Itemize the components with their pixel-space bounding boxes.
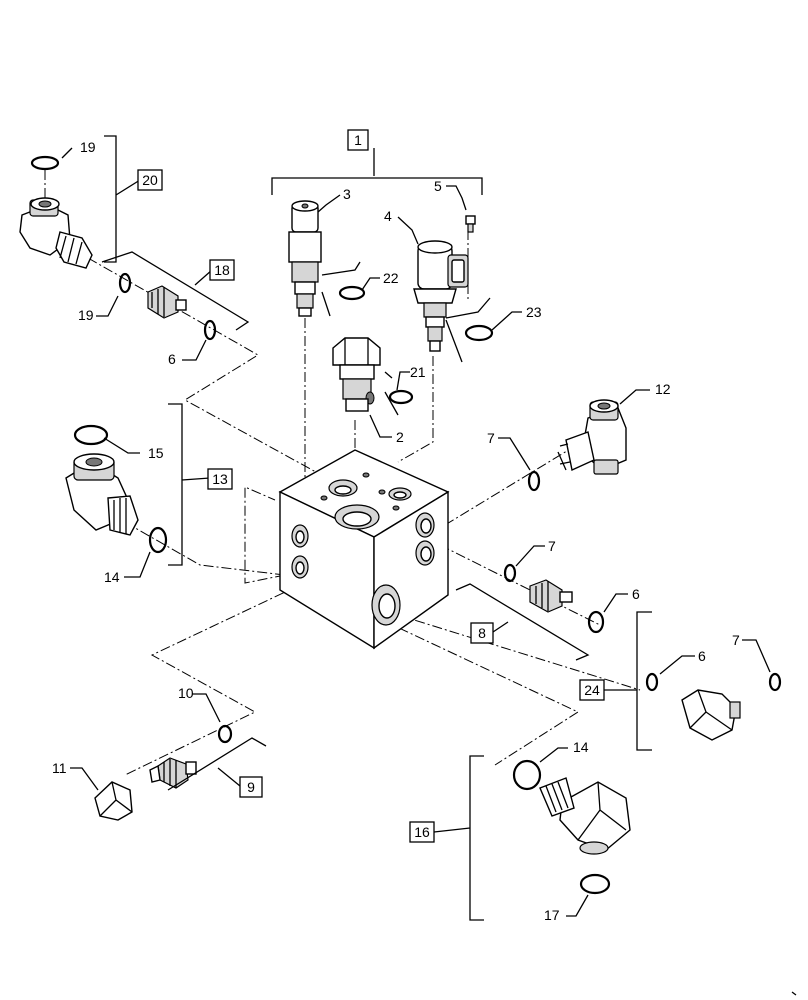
callout-8: 8 [470,622,494,644]
callout-19-bottom: 19 [78,307,94,323]
callout-24: 24 [579,679,605,701]
valve-block [278,449,450,650]
o-ring-14-bottom [512,759,542,791]
callout-14-left: 14 [104,569,120,585]
o-ring-7-tee [527,470,541,492]
o-ring-6-left [203,319,217,341]
callout-14-bottom: 14 [573,739,589,755]
callout-1: 1 [347,129,369,151]
callout-13: 13 [207,468,233,490]
callout-7-right: 7 [732,632,740,648]
adapter-fitting-18 [147,285,187,319]
callout-10: 10 [178,685,194,701]
o-ring-21 [388,389,414,405]
callout-7-tee: 7 [487,430,495,446]
svg-text:1: 1 [354,132,362,148]
o-ring-22 [338,285,366,301]
svg-text:18: 18 [214,262,230,278]
o-rings [30,155,782,895]
elbow-fitting-16 [539,777,631,855]
callout-23: 23 [526,304,542,320]
o-ring-23 [464,324,494,342]
callout-16: 16 [409,821,435,843]
callout-9: 9 [239,776,263,798]
callout-11: 11 [52,760,67,776]
callout-6-left: 6 [168,351,176,367]
cartridge-valve-3 [288,200,361,317]
svg-text:9: 9 [247,779,255,795]
o-ring-19-top [30,155,60,171]
solenoid-valve-4 [413,240,491,363]
screw-5 [465,215,476,233]
brackets-and-leaders [61,135,771,921]
callout-21: 21 [410,364,426,380]
o-ring-6-right [645,672,659,692]
callout-2: 2 [396,429,404,445]
svg-text:24: 24 [584,682,600,698]
o-ring-6-mid [587,610,605,634]
callout-6-mid: 6 [632,586,640,602]
callout-18: 18 [209,259,235,281]
callout-6-right: 6 [698,648,706,664]
svg-text:13: 13 [212,471,228,487]
callout-5: 5 [434,178,442,194]
o-ring-15 [73,424,109,446]
callout-numbers: 19 19 6 3 5 4 22 23 21 2 12 15 14 7 7 6 … [52,139,740,923]
o-ring-17 [579,873,611,895]
adapter-fitting-8 [529,579,573,613]
callout-3: 3 [343,186,351,202]
elbow-fitting-13 [65,453,139,536]
plug-valve-2 [332,337,399,416]
callout-12: 12 [655,381,671,397]
callout-22: 22 [383,270,399,286]
callout-20: 20 [137,169,163,191]
adapter-fitting-9 [149,757,197,789]
svg-text:16: 16 [414,824,430,840]
callout-19-top: 19 [80,139,96,155]
o-ring-19-bottom [118,272,132,294]
callout-15: 15 [148,445,164,461]
elbow-fitting-20 [19,197,93,269]
callout-7-mid: 7 [548,538,556,554]
o-ring-10 [217,724,233,744]
cap-24 [681,689,741,741]
dust-cap-11 [94,781,133,821]
callout-4: 4 [384,208,392,224]
o-ring-14-left [148,526,168,554]
tee-fitting-12 [557,399,627,475]
o-ring-7-right [768,672,782,692]
svg-text:20: 20 [142,172,158,188]
corner-mark [791,991,797,996]
o-ring-7-mid [503,563,517,583]
svg-text:8: 8 [478,625,486,641]
callout-17: 17 [544,907,560,923]
